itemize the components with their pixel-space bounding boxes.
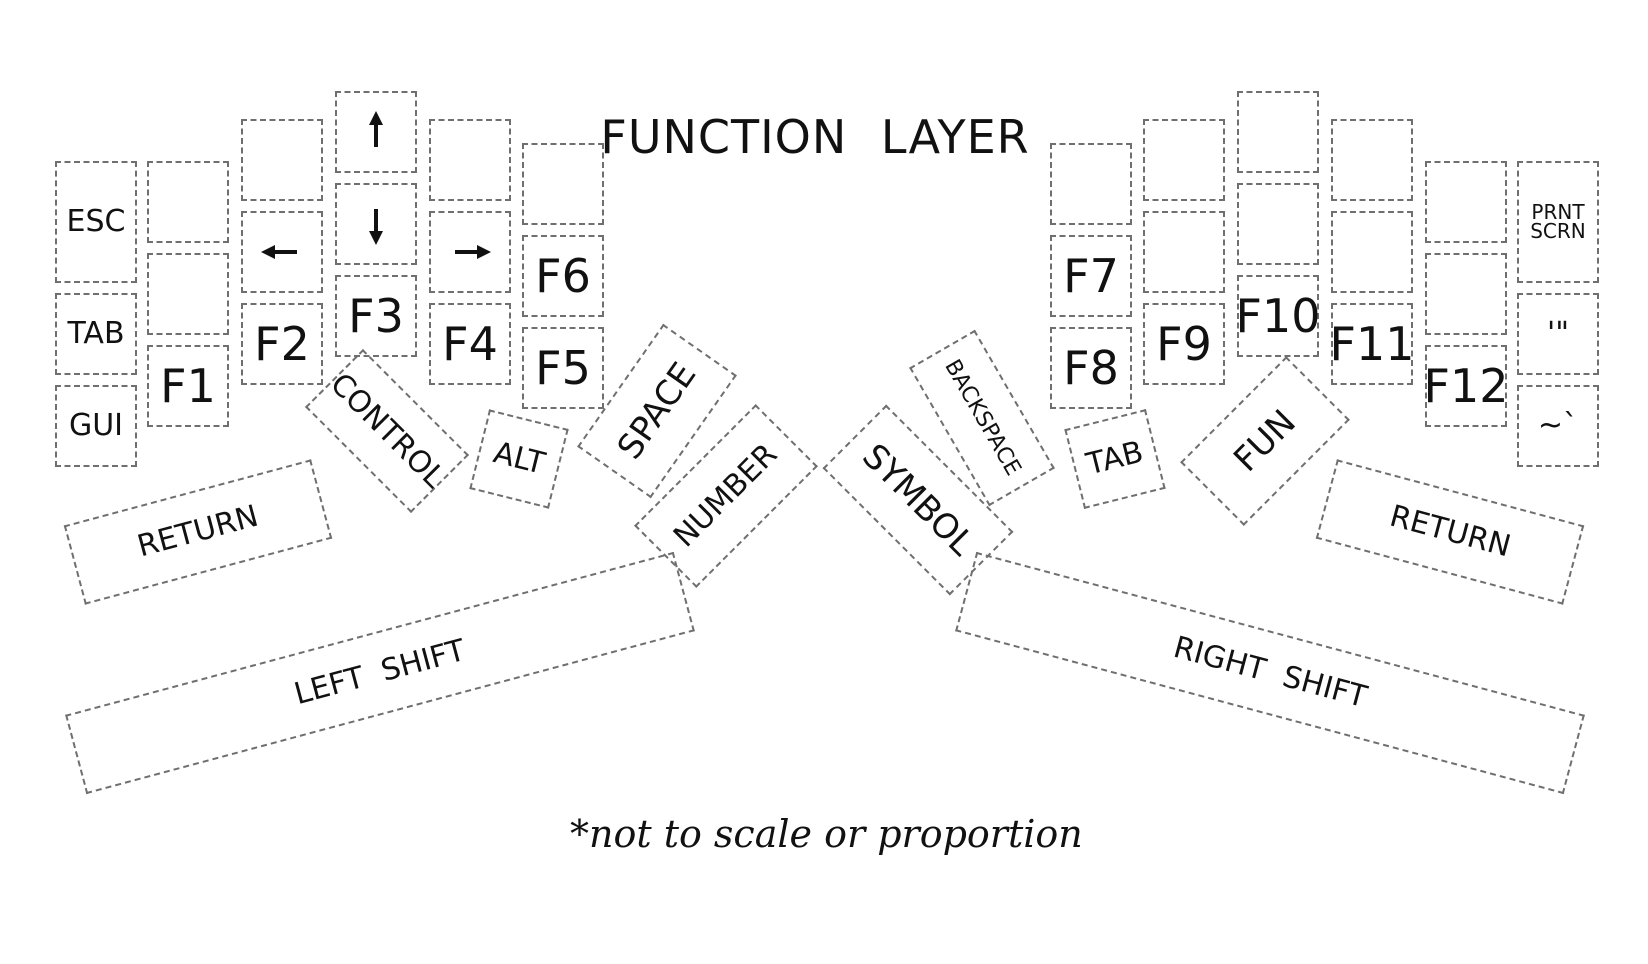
key-print-screen-line2: SCRN (1530, 219, 1586, 243)
key-f11: F11 (1329, 303, 1415, 385)
key-blank-r5-mid (1143, 211, 1225, 293)
key-blank-l6-top (522, 143, 604, 225)
key-arrow-down (335, 183, 417, 265)
key-tilde-label: ~` (1537, 408, 1579, 443)
key-return-right: RETURN (1315, 459, 1585, 605)
diagram-title: FUNCTION LAYER (600, 110, 1030, 164)
key-f12: F12 (1423, 345, 1509, 427)
key-gui: GUI (55, 385, 137, 467)
key-f3-label: F3 (348, 289, 404, 343)
key-gui-label: GUI (68, 408, 124, 443)
key-blank-l2-top (147, 161, 229, 243)
key-f6-label: F6 (535, 249, 591, 303)
key-f9-label: F9 (1156, 317, 1212, 371)
key-f4-label: F4 (442, 317, 498, 371)
key-tab-left-label: TAB (67, 316, 125, 351)
key-f4: F4 (429, 303, 511, 385)
key-f7-label: F7 (1063, 249, 1119, 303)
key-arrow-up (335, 91, 417, 173)
key-f8-label: F8 (1063, 341, 1119, 395)
left-arrow-icon (261, 245, 297, 259)
right-arrow-icon (455, 245, 491, 259)
key-blank-l2-mid (147, 253, 229, 335)
key-esc: ESC (55, 161, 137, 283)
key-blank-r4-mid (1237, 183, 1319, 265)
key-right-shift-label: RIGHT SHIFT (1169, 629, 1371, 716)
key-f5: F5 (522, 327, 604, 409)
key-space-label: SPACE (609, 355, 705, 467)
key-tab-right: TAB (1064, 409, 1166, 509)
key-f11-label: F11 (1329, 317, 1415, 371)
key-print-screen: PRNT SCRN (1517, 161, 1599, 283)
footnote: *not to scale or proportion (570, 812, 1083, 856)
key-blank-r4-top (1237, 91, 1319, 173)
key-f3: F3 (335, 275, 417, 357)
key-number-label: NUMBER (667, 437, 785, 555)
key-f12-label: F12 (1423, 359, 1509, 413)
key-tab-left: TAB (55, 293, 137, 375)
key-blank-l3-top (241, 119, 323, 201)
key-arrow-left (241, 211, 323, 293)
key-f8: F8 (1050, 327, 1132, 409)
key-quote: '" (1517, 293, 1599, 375)
key-f1-label: F1 (160, 359, 216, 413)
key-blank-r3-mid (1331, 211, 1413, 293)
key-blank-r5-top (1143, 119, 1225, 201)
key-f7: F7 (1050, 235, 1132, 317)
down-arrow-icon (369, 209, 383, 245)
key-f5-label: F5 (535, 341, 591, 395)
key-right-shift: RIGHT SHIFT (955, 551, 1585, 795)
key-esc-label: ESC (66, 204, 126, 239)
key-blank-r3-top (1331, 119, 1413, 201)
up-arrow-icon (369, 111, 383, 147)
key-alt: ALT (469, 409, 569, 509)
key-f10: F10 (1235, 275, 1321, 357)
key-control-label: CONTROL (323, 366, 452, 495)
key-f2-label: F2 (254, 317, 310, 371)
key-print-screen-line1: PRNT (1531, 200, 1585, 224)
key-blank-l5-top (429, 119, 511, 201)
key-blank-r2-mid (1425, 253, 1507, 335)
key-arrow-right (429, 211, 511, 293)
key-quote-label: '" (1546, 316, 1570, 351)
key-blank-r2-top (1425, 161, 1507, 243)
key-fun-label: FUN (1226, 402, 1304, 480)
key-return-left-label: RETURN (133, 498, 262, 565)
key-backspace-label: BACKSPACE (939, 355, 1026, 480)
key-tilde: ~` (1517, 385, 1599, 467)
key-f10-label: F10 (1235, 289, 1321, 343)
key-left-shift-label: LEFT SHIFT (290, 632, 470, 713)
key-f9: F9 (1143, 303, 1225, 385)
key-f1: F1 (147, 345, 229, 427)
key-tab-right-label: TAB (1082, 434, 1147, 483)
key-left-shift: LEFT SHIFT (65, 551, 695, 795)
key-alt-label: ALT (489, 435, 549, 482)
key-f6: F6 (522, 235, 604, 317)
key-blank-r6-top (1050, 143, 1132, 225)
key-f2: F2 (241, 303, 323, 385)
key-return-left: RETURN (63, 459, 333, 605)
key-return-right-label: RETURN (1386, 498, 1515, 565)
